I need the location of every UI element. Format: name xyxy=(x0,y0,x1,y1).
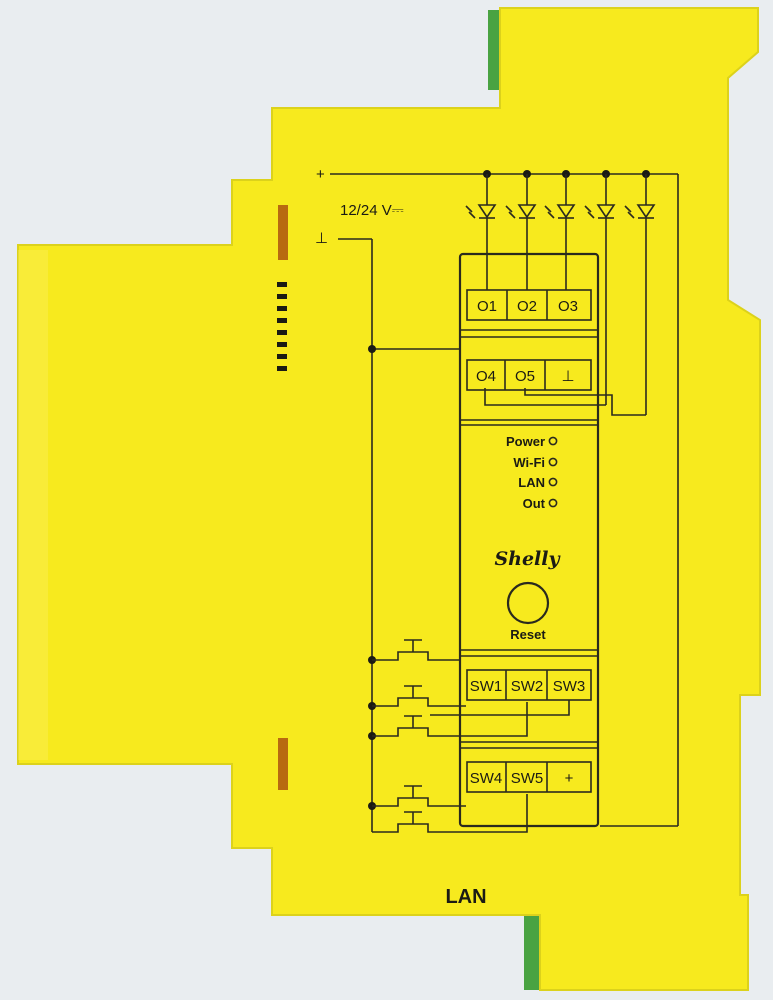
output-terminals-row1: O1 O2 O3 xyxy=(466,289,592,321)
indicator-power-label: Power xyxy=(506,434,545,449)
terminal-sw2: SW2 xyxy=(511,678,544,695)
housing xyxy=(17,7,761,991)
terminal-o2: O2 xyxy=(517,298,537,315)
indicator-out-led xyxy=(548,498,558,508)
terminal-ground: ⊥ xyxy=(561,368,574,385)
input-terminals-row1: SW1 SW2 SW3 xyxy=(466,669,592,701)
module-body xyxy=(458,252,600,828)
indicator-wifi-led xyxy=(548,457,558,467)
vent-slots xyxy=(277,282,287,371)
terminal-plus: + xyxy=(565,770,574,787)
indicator-list: Power Wi-Fi LAN Out xyxy=(506,434,558,511)
terminal-o1: O1 xyxy=(477,298,497,315)
brand-logo: Shelly xyxy=(494,548,561,570)
terminal-o3: O3 xyxy=(558,298,578,315)
terminal-sw4: SW4 xyxy=(470,770,503,787)
indicator-lan-led xyxy=(548,477,558,487)
reset-button-icon[interactable] xyxy=(506,581,550,625)
terminal-sw3: SW3 xyxy=(553,678,586,695)
pushbutton-switch-icon xyxy=(372,639,570,833)
terminal-o4: O4 xyxy=(476,368,496,385)
orange-slot-top xyxy=(278,205,288,260)
reset-label: Reset xyxy=(510,627,546,642)
terminal-sw1: SW1 xyxy=(470,678,503,695)
plus-symbol: + xyxy=(316,166,325,183)
input-terminals-row2: SW4 SW5 + xyxy=(466,761,592,793)
orange-slot-bottom xyxy=(278,738,288,790)
lan-port-label: LAN xyxy=(445,886,486,908)
terminal-o5: O5 xyxy=(515,368,535,385)
output-wiring xyxy=(484,218,647,416)
ground-symbol: ⊥ xyxy=(315,230,328,247)
indicator-lan-label: LAN xyxy=(518,475,545,490)
housing-sheen xyxy=(18,250,48,760)
output-terminals-row2: O4 O5 ⊥ xyxy=(466,359,592,391)
terminal-sw5: SW5 xyxy=(511,770,544,787)
voltage-label: 12/24 V⎓ xyxy=(340,202,404,219)
indicator-wifi-label: Wi-Fi xyxy=(513,455,545,470)
indicator-power-led xyxy=(548,436,558,446)
indicator-out-label: Out xyxy=(523,496,546,511)
